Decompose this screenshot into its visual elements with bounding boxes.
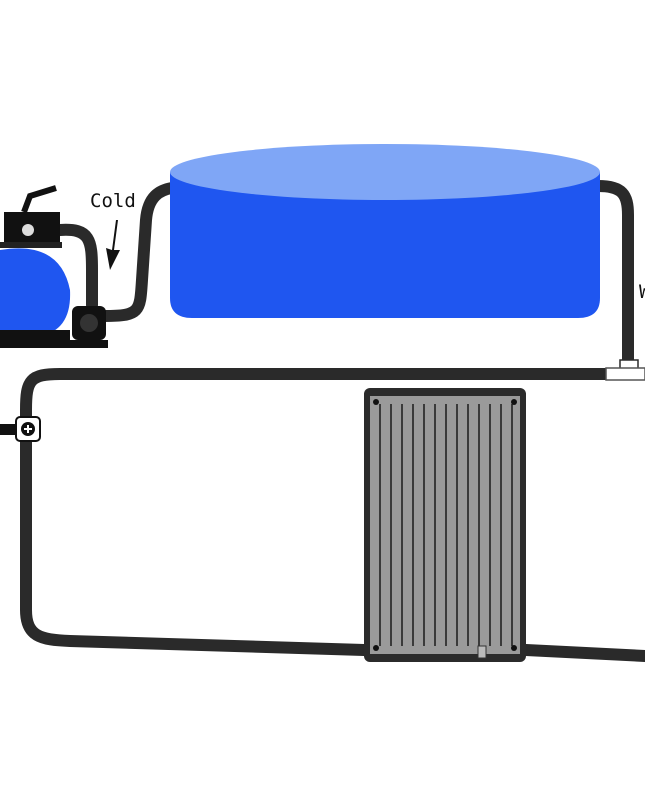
cold-arrow-icon (106, 220, 120, 270)
pump-to-pool-hose (98, 182, 178, 322)
pool (170, 144, 600, 318)
solar-panel (364, 388, 526, 662)
tee-connector (605, 359, 645, 381)
warm-label: W (639, 281, 645, 303)
filter-to-pump-hose (54, 223, 98, 311)
sand-filter-pump (0, 185, 108, 348)
valve-icon (0, 416, 41, 442)
top-loop-hose (20, 368, 616, 656)
bottom-outlet-hose (520, 644, 645, 662)
cold-label: Cold (90, 190, 136, 212)
pool-return-hose (592, 180, 634, 376)
hoses (20, 180, 645, 662)
